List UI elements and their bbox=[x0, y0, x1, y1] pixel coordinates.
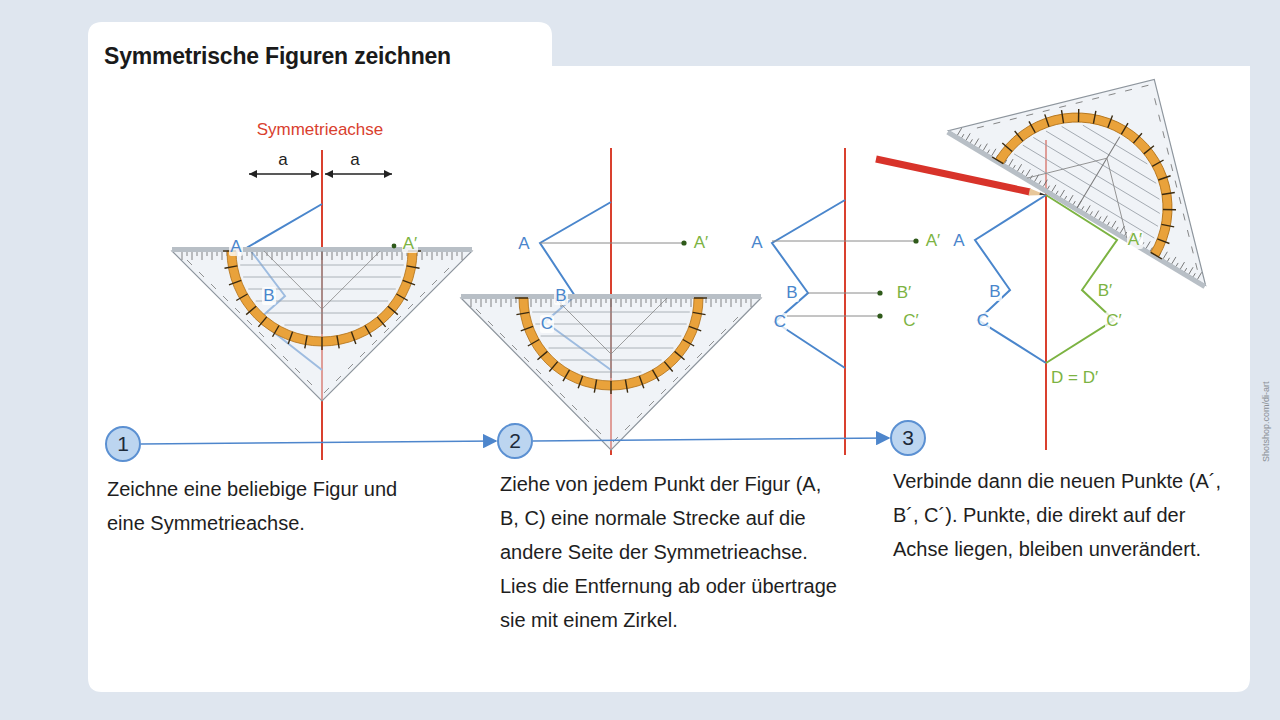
point-label: B′ bbox=[896, 284, 913, 303]
set-square bbox=[172, 247, 472, 401]
point-label: C bbox=[540, 315, 554, 334]
point-label: B bbox=[554, 287, 567, 306]
axis-label: Symmetrieachse bbox=[257, 121, 384, 140]
step-number: 1 bbox=[117, 432, 129, 456]
point-label: B bbox=[785, 284, 798, 303]
perpendicular-line bbox=[540, 243, 684, 244]
perpendicular-line bbox=[775, 316, 880, 317]
step-instruction: Verbinde dann die neuen Punkte (A´, B´, … bbox=[893, 464, 1223, 566]
pencil bbox=[876, 159, 1030, 192]
step-number: 2 bbox=[509, 429, 521, 453]
step-arrow bbox=[141, 441, 496, 444]
step-number-circle: 3 bbox=[890, 420, 926, 456]
point-label: A′ bbox=[402, 235, 419, 254]
point-label: B bbox=[262, 287, 275, 306]
perpendicular-line bbox=[808, 293, 880, 294]
distance-arrow bbox=[249, 173, 319, 175]
point-dot bbox=[681, 240, 686, 245]
point-dot bbox=[877, 290, 882, 295]
point-label: A bbox=[517, 235, 530, 254]
set-square bbox=[946, 2, 1280, 289]
point-dot bbox=[913, 238, 918, 243]
page-title: Symmetrische Figuren zeichnen bbox=[104, 44, 451, 69]
point-label: A bbox=[952, 232, 965, 251]
step-arrow bbox=[533, 438, 889, 441]
step-instruction: Ziehe von jedem Punkt der Figur (A, B, C… bbox=[500, 467, 845, 637]
point-label: D = D′ bbox=[1050, 369, 1099, 388]
distance-arrow bbox=[325, 173, 392, 175]
point-label: C bbox=[773, 313, 787, 332]
point-label: A′ bbox=[1127, 231, 1144, 250]
point-label: A′ bbox=[693, 234, 710, 253]
point-label: A bbox=[750, 234, 763, 253]
step-number: 3 bbox=[902, 426, 914, 450]
step-number-circle: 1 bbox=[105, 426, 141, 462]
point-dot bbox=[877, 313, 882, 318]
original-figure bbox=[772, 200, 845, 368]
point-label: B bbox=[988, 283, 1001, 302]
point-label: C′ bbox=[902, 312, 919, 331]
distance-label: a bbox=[278, 151, 287, 170]
point-label: C′ bbox=[1105, 312, 1122, 331]
point-label: A′ bbox=[925, 232, 942, 251]
step-instruction: Zeichne eine beliebige Figur und eine Sy… bbox=[107, 472, 437, 540]
original-figure bbox=[975, 195, 1046, 363]
perpendicular-line bbox=[772, 241, 916, 242]
watermark: Shotshop.com/di-art bbox=[1262, 381, 1272, 462]
point-label: C bbox=[976, 312, 990, 331]
point-label: B′ bbox=[1097, 282, 1114, 301]
point-label: A bbox=[229, 238, 242, 257]
step-number-circle: 2 bbox=[497, 423, 533, 459]
distance-label: a bbox=[350, 151, 359, 170]
symmetry-axis bbox=[844, 148, 846, 455]
